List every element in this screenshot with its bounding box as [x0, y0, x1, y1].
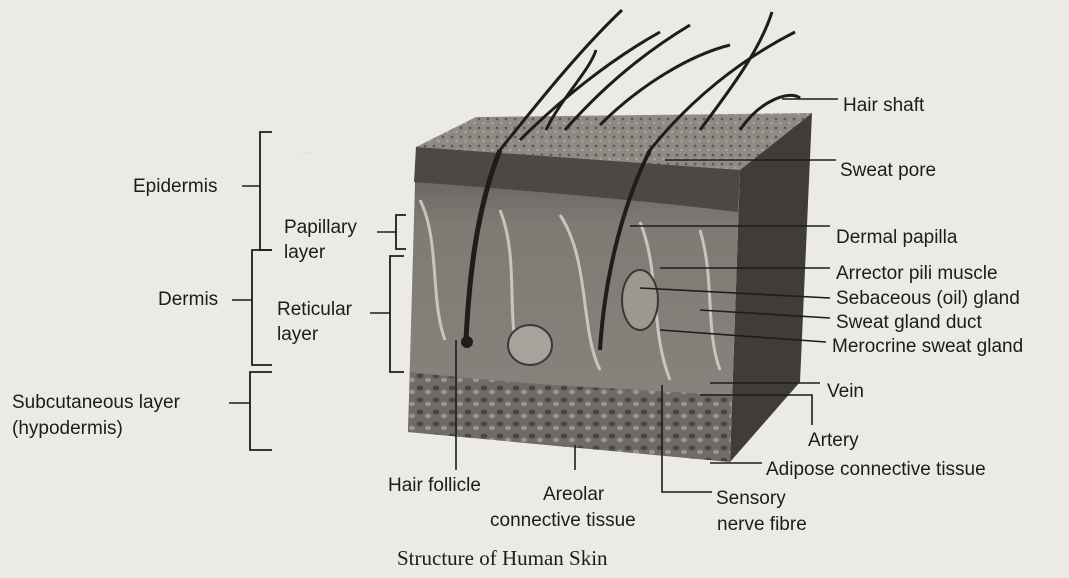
background-bleed-text: ~	[300, 140, 312, 165]
label-reticular-line2: layer	[277, 324, 319, 345]
subcutaneous-bracket	[250, 372, 272, 450]
label-subcutaneous-line2: (hypodermis)	[12, 418, 123, 439]
label-dermal-papilla: Dermal papilla	[836, 227, 958, 248]
label-subcutaneous-line1: Subcutaneous layer	[12, 392, 181, 413]
label-merocrine-sweat-gland: Merocrine sweat gland	[832, 336, 1023, 357]
figure-caption: Structure of Human Skin	[397, 546, 608, 570]
papillary-bracket	[396, 215, 406, 249]
label-artery: Artery	[808, 430, 859, 451]
label-epidermis: Epidermis	[133, 176, 217, 197]
label-areolar-line1: Areolar	[543, 484, 605, 505]
label-hair-follicle: Hair follicle	[388, 475, 481, 496]
sweat-gland-coil	[508, 325, 552, 365]
left-brackets	[250, 132, 406, 450]
label-areolar-line2: connective tissue	[490, 510, 636, 531]
label-vein: Vein	[827, 381, 864, 402]
label-papillary-line1: Papillary	[284, 217, 357, 238]
label-sweat-pore: Sweat pore	[840, 160, 936, 181]
label-sweat-gland-duct: Sweat gland duct	[836, 312, 982, 333]
label-sebaceous-gland: Sebaceous (oil) gland	[836, 288, 1020, 309]
label-papillary-line2: layer	[284, 242, 326, 263]
label-arrector-pili-muscle: Arrector pili muscle	[836, 263, 998, 284]
label-reticular-line1: Reticular	[277, 299, 353, 320]
reticular-bracket	[390, 256, 404, 372]
hair-bulb	[461, 336, 473, 348]
label-sensory-line1: Sensory	[716, 488, 786, 509]
label-dermis: Dermis	[158, 289, 218, 310]
label-sensory-line2: nerve fibre	[717, 514, 807, 535]
sebaceous-gland-shape	[622, 270, 658, 330]
epidermis-bracket	[260, 132, 272, 250]
label-adipose-tissue: Adipose connective tissue	[766, 459, 986, 480]
label-hair-shaft: Hair shaft	[843, 95, 925, 116]
dermis-bracket	[252, 250, 272, 365]
